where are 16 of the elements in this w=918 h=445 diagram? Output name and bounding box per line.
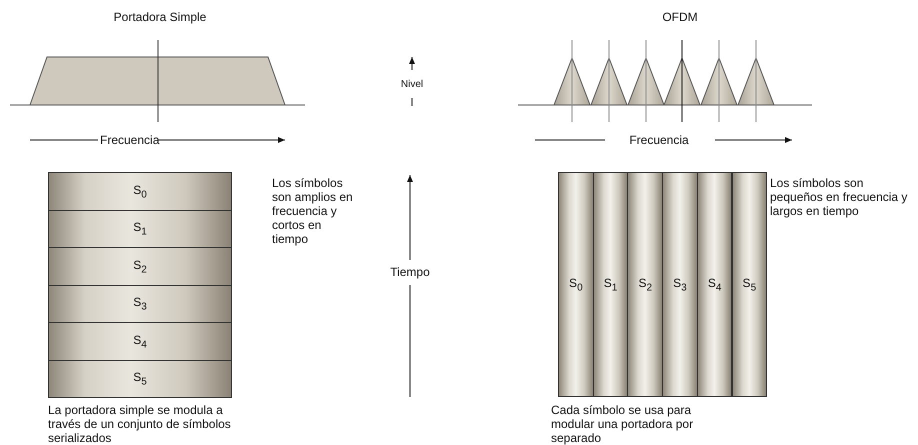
- symbol-column: S$_{5}$: [732, 172, 768, 397]
- symbol-column: S$_{4}$: [696, 172, 732, 397]
- symbol-column: S$_{3}$: [662, 172, 698, 397]
- description-text: Los símbolos son amplios en frecuencia y cortos en tiempo: [272, 176, 354, 246]
- symbol-band: S$_{3}$: [48, 284, 232, 323]
- symbol-column: S$_{0}$: [558, 172, 594, 397]
- symbol-band: S$_{4}$: [48, 322, 232, 360]
- symbol-band: S$_{0}$: [48, 172, 232, 210]
- description-text: Los símbolos son pequeños en frecuencia y largos en tiempo: [770, 176, 908, 218]
- symbol-band: S$_{2}$: [48, 247, 232, 286]
- symbol-column: S$_{1}$: [592, 172, 628, 397]
- description-text: Cada símbolo se usa para modular una portadora por separado: [551, 403, 694, 445]
- symbol-band: S$_{5}$: [48, 360, 232, 398]
- description-text: La portadora simple se modula a través de un conjunto de símbolos serializados: [48, 403, 232, 445]
- symbol-band: S$_{1}$: [48, 210, 232, 248]
- symbol-column: S$_{2}$: [627, 172, 664, 397]
